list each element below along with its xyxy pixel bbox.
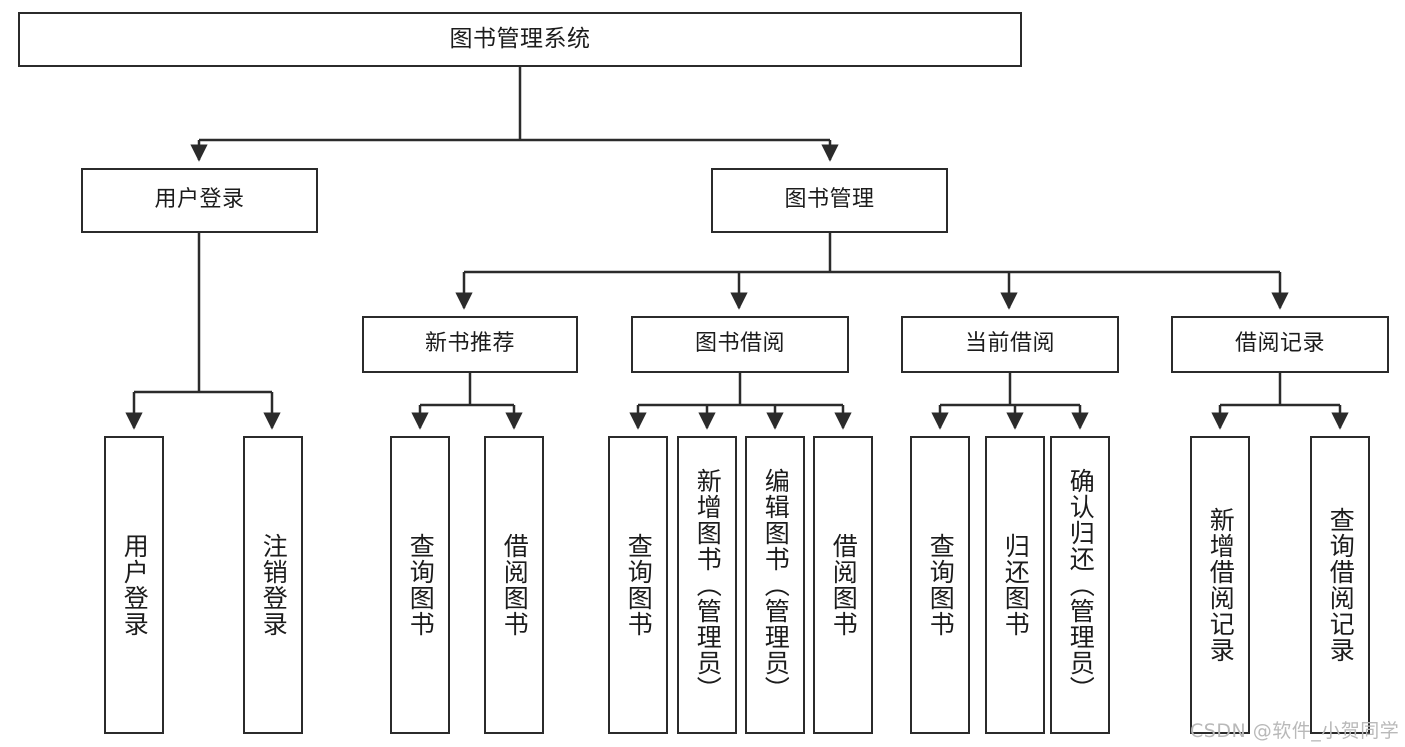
leaf-query-book-borrow[interactable]: 查询图书: [608, 436, 668, 734]
node-user-login[interactable]: 用户登录: [81, 168, 318, 233]
leaf-user-login-label: 用户登录: [120, 533, 150, 637]
leaf-add-book-admin-label: 新增图书（管理员）: [693, 468, 723, 702]
leaf-query-book-newbooks-label: 查询图书: [406, 533, 436, 637]
node-current-borrow-label: 当前借阅: [964, 331, 1055, 357]
leaf-query-borrow-record-label: 查询借阅记录: [1326, 507, 1356, 663]
leaf-logout[interactable]: 注销登录: [243, 436, 303, 734]
node-book-borrow[interactable]: 图书借阅: [631, 316, 849, 373]
leaf-add-borrow-record[interactable]: 新增借阅记录: [1190, 436, 1250, 734]
leaf-query-book-borrow-label: 查询图书: [624, 533, 654, 637]
leaf-query-book-current-label: 查询图书: [926, 533, 956, 637]
leaf-borrow-book[interactable]: 借阅图书: [813, 436, 873, 734]
leaf-query-book-current[interactable]: 查询图书: [910, 436, 970, 734]
csdn-watermark: CSDN @软件_小贺同学: [1190, 720, 1400, 742]
node-borrow-record-label: 借阅记录: [1234, 331, 1325, 357]
leaf-logout-label: 注销登录: [259, 533, 289, 637]
leaf-query-borrow-record[interactable]: 查询借阅记录: [1310, 436, 1370, 734]
node-book-management-label: 图书管理: [784, 187, 875, 213]
node-book-management[interactable]: 图书管理: [711, 168, 948, 233]
leaf-query-book-newbooks[interactable]: 查询图书: [390, 436, 450, 734]
leaf-borrow-book-newbooks-label: 借阅图书: [500, 533, 530, 637]
node-new-book-recommend[interactable]: 新书推荐: [362, 316, 578, 373]
leaf-return-book[interactable]: 归还图书: [985, 436, 1045, 734]
leaf-borrow-book-label: 借阅图书: [829, 533, 859, 637]
leaf-user-login[interactable]: 用户登录: [104, 436, 164, 734]
leaf-borrow-book-newbooks[interactable]: 借阅图书: [484, 436, 544, 734]
node-current-borrow[interactable]: 当前借阅: [901, 316, 1119, 373]
leaf-confirm-return-admin-label: 确认归还（管理员）: [1066, 468, 1096, 702]
leaf-return-book-label: 归还图书: [1001, 533, 1031, 637]
leaf-edit-book-admin-label: 编辑图书（管理员）: [761, 468, 791, 702]
node-root-label: 图书管理系统: [449, 26, 591, 53]
leaf-confirm-return-admin[interactable]: 确认归还（管理员）: [1050, 436, 1110, 734]
node-user-login-label: 用户登录: [154, 187, 245, 213]
leaf-add-borrow-record-label: 新增借阅记录: [1206, 507, 1236, 663]
node-root[interactable]: 图书管理系统: [18, 12, 1022, 67]
node-book-borrow-label: 图书借阅: [694, 331, 785, 357]
node-borrow-record[interactable]: 借阅记录: [1171, 316, 1389, 373]
leaf-add-book-admin[interactable]: 新增图书（管理员）: [677, 436, 737, 734]
leaf-edit-book-admin[interactable]: 编辑图书（管理员）: [745, 436, 805, 734]
node-new-book-recommend-label: 新书推荐: [424, 331, 515, 357]
